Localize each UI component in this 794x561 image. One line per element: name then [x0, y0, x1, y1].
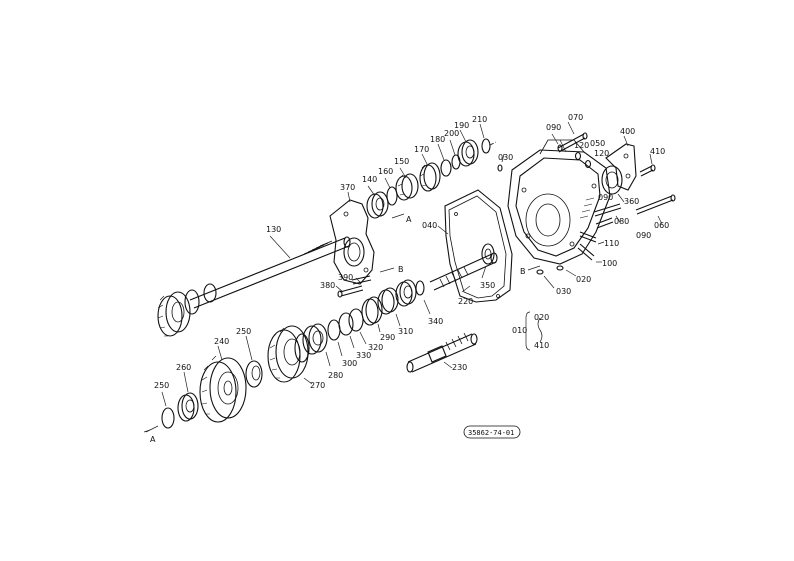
ring-180	[437, 143, 452, 177]
bearing-260	[177, 371, 199, 422]
label-160: 160	[378, 167, 393, 176]
housing-050	[507, 139, 611, 265]
label-260: 260	[176, 363, 191, 372]
label-290: 290	[380, 333, 395, 342]
label-030-low: 030	[556, 287, 571, 296]
seal-360	[601, 165, 625, 203]
group-child1-label: 020	[534, 313, 549, 322]
label-100: 100	[602, 259, 617, 268]
ring-210	[479, 123, 491, 154]
label-380: 380	[320, 281, 335, 290]
part-labels: 130 140 160 150 170 180 200 190 210 370 …	[150, 113, 669, 444]
pin-120	[574, 151, 592, 169]
plate-370	[329, 191, 375, 285]
bolt-060	[635, 194, 676, 225]
bolt-380-390	[335, 275, 372, 298]
ring-290	[361, 296, 383, 333]
label-210: 210	[472, 115, 487, 124]
label-120a: 120	[574, 141, 589, 150]
label-170: 170	[414, 145, 429, 154]
group-child2-label: 410	[534, 341, 549, 350]
bearing-280	[302, 323, 331, 367]
bolt-070	[557, 121, 588, 153]
bracket-400	[605, 135, 637, 191]
group-parent-label: 010	[512, 326, 527, 335]
label-230: 230	[452, 363, 467, 372]
gear-170	[419, 153, 441, 192]
marker-a-arrows	[143, 213, 405, 433]
label-350: 350	[480, 281, 495, 290]
gasket-040	[437, 189, 513, 303]
bearing-340	[395, 279, 431, 315]
reference-code-text: 35862-74-01	[468, 429, 514, 437]
bolt-410	[639, 153, 656, 177]
label-070: 070	[568, 113, 583, 122]
marker-b-top: B	[398, 265, 404, 274]
label-410: 410	[650, 147, 665, 156]
label-090-low: 090	[636, 231, 651, 240]
label-250a: 250	[236, 327, 251, 336]
label-120b: 120	[594, 149, 609, 158]
label-400: 400	[620, 127, 635, 136]
label-080: 080	[614, 217, 629, 226]
bearing-310	[377, 287, 401, 327]
shaft-230	[406, 332, 478, 373]
label-240: 240	[214, 337, 229, 346]
label-340: 340	[428, 317, 443, 326]
gear-150	[395, 167, 419, 201]
label-180: 180	[430, 135, 445, 144]
bolt-080	[593, 203, 622, 229]
label-130: 130	[266, 225, 281, 234]
marker-a-bottom: A	[150, 435, 156, 444]
label-200: 200	[444, 129, 459, 138]
reference-code-badge: 35862-74-01	[463, 425, 521, 439]
label-250b: 250	[154, 381, 169, 390]
label-060: 060	[654, 221, 669, 230]
pin-020	[556, 265, 577, 277]
seal-350	[481, 243, 495, 279]
marker-a-top: A	[406, 215, 412, 224]
ring-160	[384, 177, 398, 206]
marker-b-right: B	[520, 267, 526, 276]
label-020: 020	[576, 275, 591, 284]
pin-090-top	[551, 133, 563, 152]
ring-300	[327, 319, 343, 357]
group-callout-010: 010 020 410	[512, 311, 549, 351]
label-220: 220	[458, 297, 473, 306]
label-190: 190	[454, 121, 469, 130]
shaft-130	[189, 235, 351, 309]
label-050: 050	[590, 139, 605, 148]
label-330: 330	[356, 351, 371, 360]
bolt-110	[579, 231, 605, 245]
gear-240	[199, 345, 247, 423]
bearing-190	[457, 129, 479, 167]
marker-b-arrows	[379, 265, 541, 273]
label-310: 310	[398, 327, 413, 336]
ring-250b	[145, 391, 175, 433]
label-370: 370	[340, 183, 355, 192]
label-270: 270	[310, 381, 325, 390]
label-090-right: 090	[598, 193, 613, 202]
ring-250	[245, 335, 263, 388]
gear-left-small	[157, 283, 217, 337]
label-150: 150	[394, 157, 409, 166]
gear-270	[267, 325, 313, 385]
label-140: 140	[362, 175, 377, 184]
label-320: 320	[368, 343, 383, 352]
label-280: 280	[328, 371, 343, 380]
label-090-top: 090	[546, 123, 561, 132]
bearing-140	[366, 185, 389, 219]
bolt-100	[577, 243, 602, 263]
ring-320-330	[338, 308, 367, 349]
label-110: 110	[604, 239, 619, 248]
label-300: 300	[342, 359, 357, 368]
pin-030	[497, 153, 555, 289]
label-030-top: 030	[498, 153, 513, 162]
label-360: 360	[624, 197, 639, 206]
label-390: 390	[338, 273, 353, 282]
label-040: 040	[422, 221, 437, 230]
